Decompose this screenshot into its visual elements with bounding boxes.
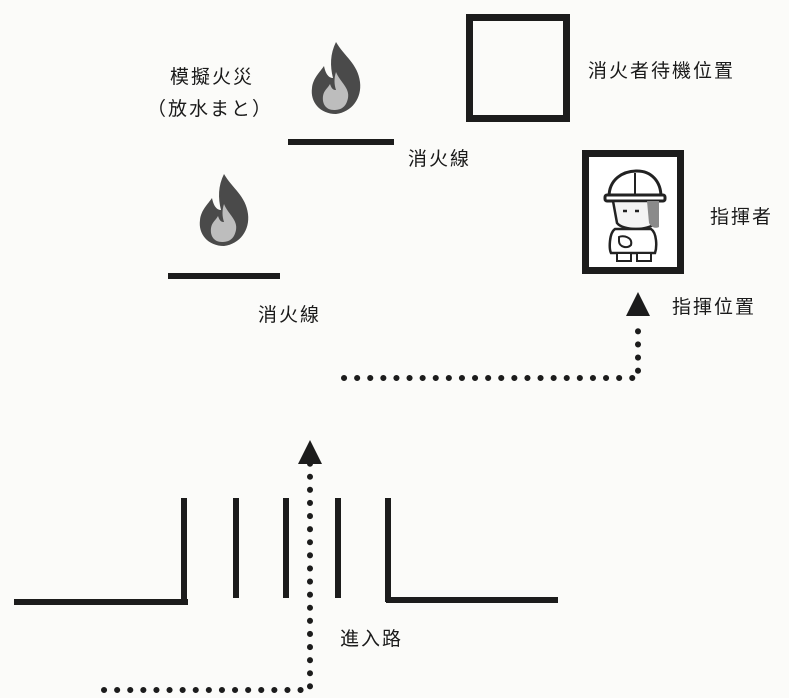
- entry-arrow-head: [298, 440, 322, 464]
- fire-icon: [199, 174, 249, 246]
- command-path-dotted: [341, 317, 641, 381]
- mock-fire-label: 模擬火災: [170, 66, 255, 88]
- mock-fire-sublabel: （放水まと）: [147, 98, 274, 120]
- entry-path-label: 進入路: [340, 628, 404, 650]
- firefighter-commander-icon: [603, 169, 667, 262]
- standby-position-box: [466, 14, 570, 122]
- extinguish-line-label-upper: 消火線: [408, 148, 472, 170]
- extinguish-line-label-lower: 消火線: [258, 304, 322, 326]
- entry-path-dotted: [101, 459, 313, 693]
- fire-icon-upper: [300, 38, 372, 118]
- extinguish-line-upper: [288, 139, 394, 145]
- fire-icon-lower: [188, 170, 260, 250]
- command-position-box: [582, 150, 684, 274]
- standby-position-label: 消火者待機位置: [588, 60, 736, 82]
- command-arrow-head: [626, 292, 650, 316]
- commander-label: 指揮者: [710, 206, 774, 228]
- fire-icon: [311, 42, 361, 114]
- extinguish-line-lower: [168, 273, 280, 279]
- command-position-label: 指揮位置: [672, 296, 757, 318]
